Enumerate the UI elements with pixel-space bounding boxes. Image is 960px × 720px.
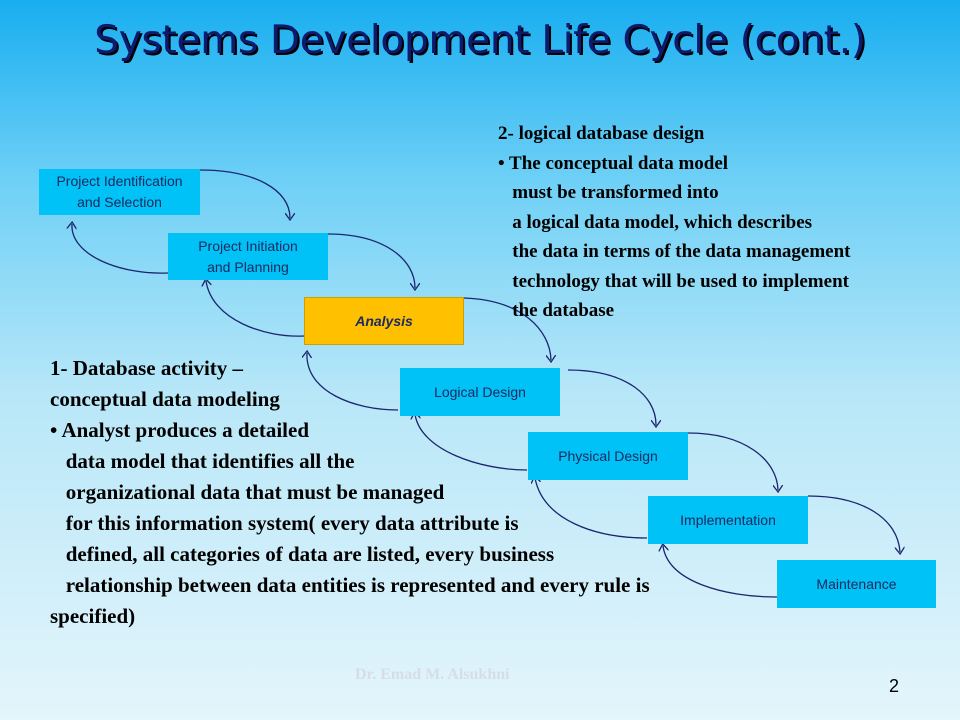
note-line: relationship between data entities is re… [50,573,650,597]
note-line: • Analyst produces a detailed [50,418,309,442]
note-line: conceptual data modeling [50,387,280,411]
note-line: technology that will be used to implemen… [498,270,849,292]
logical-design-note: 2- logical database design • The concept… [498,119,851,326]
phase-analysis: Analysis [304,297,464,345]
backward-arrow-5 [535,478,648,539]
phase-implementation: Implementation [648,496,808,544]
note-line: • The conceptual data model [498,152,729,174]
note-line: a logical data model, which describes [498,211,813,233]
slide-title: Systems Development Life Cycle (cont.) [94,18,866,63]
backward-arrow-4 [415,414,528,471]
note-line: data model that identifies all the [50,449,355,473]
note-line: must be transformed into [498,182,719,203]
note-line: 1- Database activity – [50,356,244,380]
forward-arrow-5 [687,432,778,490]
phase-logical-design: Logical Design [400,368,560,416]
forward-arrow-1 [199,169,290,218]
backward-arrow-3 [307,353,399,411]
forward-arrow-6 [807,495,900,552]
note-line: organizational data that must be managed [50,480,445,504]
forward-arrow-2 [327,233,415,288]
page-number: 2 [889,676,900,696]
phase-project-identification: Project Identification and Selection [39,169,200,215]
note-line: specified) [50,604,136,628]
note-line: for this information system( every data … [50,511,519,535]
phase-project-initiation: Project Initiation and Planning [168,233,328,280]
database-activity-note: 1- Database activity – conceptual data m… [50,353,790,632]
note-line: the data in terms of the data management [498,241,851,262]
author-watermark: Dr. Emad M. Alsukhni [355,666,510,683]
forward-arrow-3 [463,297,551,360]
note-line: 2- logical database design [498,123,705,144]
backward-arrow-6 [663,546,778,598]
phase-maintenance: Maintenance [777,560,936,608]
backward-arrow-2 [206,281,305,337]
backward-arrow-1 [72,224,169,274]
forward-arrow-4 [567,369,656,425]
phase-physical-design: Physical Design [528,432,688,480]
note-line: the database [498,300,615,321]
note-line: defined, all categories of data are list… [50,542,555,566]
